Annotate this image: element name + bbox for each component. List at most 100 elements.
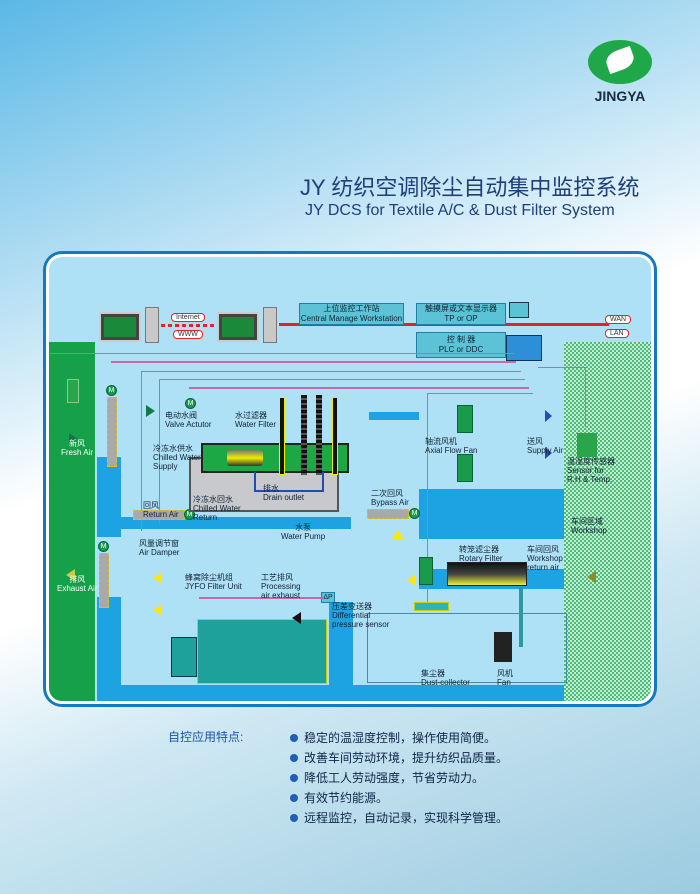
label-cn: 风机 [497, 669, 513, 678]
lan-tag: LAN [605, 329, 629, 338]
label-cn: 温湿度传感器 [567, 457, 615, 466]
label-cn: 水泵 [295, 523, 312, 532]
airflow-arrow-icon [66, 569, 75, 581]
label-en: Differential pressure sensor [332, 611, 390, 629]
feature-item: 有效节约能源。 [290, 788, 508, 808]
internet-tag: Internet [171, 313, 205, 322]
central-workstation-box: 上位监控工作站 Central Manage Workstation [299, 303, 404, 325]
airflow-arrow-icon [545, 447, 552, 459]
feature-item: 稳定的温湿度控制，操作使用简便。 [290, 728, 508, 748]
eliminator [332, 397, 338, 475]
water-filter-icon [227, 450, 263, 466]
axial-fan-icon [419, 557, 433, 585]
fan-icon [494, 632, 512, 662]
exhaust-air-damper [99, 553, 109, 608]
water-basin [201, 443, 349, 473]
label-cn: 集尘器 [421, 669, 445, 678]
label-cn: 送风 [527, 437, 543, 446]
label-en: Return Air [143, 510, 179, 519]
water-pipe [254, 472, 324, 492]
label-cn: 压差变送器 [332, 602, 372, 611]
label-cn: 二次回风 [371, 489, 403, 498]
label-cn: 车间回风 [527, 545, 559, 554]
wall [97, 597, 121, 701]
airflow-arrow-icon [407, 574, 416, 586]
page-title-en: JY DCS for Textile A/C & Dust Filter Sys… [305, 202, 615, 219]
airflow-arrow-icon [153, 604, 162, 616]
axial-fan-icon [457, 405, 473, 433]
wall [419, 489, 564, 539]
signal-wire [111, 361, 516, 363]
wall [121, 517, 351, 529]
label-en: Rotary Filter [459, 554, 503, 563]
signal-wire [189, 387, 529, 389]
bypass-air-damper [367, 509, 409, 519]
workshop-zone [564, 342, 651, 701]
page-title-cn: JY 纺织空调除尘自动集中监控系统 [300, 175, 640, 200]
rotary-filter-icon [447, 562, 527, 586]
label-en: Water Pump [281, 532, 326, 541]
label-cn: 冷冻水供水 [153, 444, 193, 453]
label-cn: 轴流风机 [425, 437, 457, 446]
label-cn: 水过滤器 [235, 411, 267, 420]
system-diagram: Internet WWW WAN LAN 上位监控工作站 Central Man… [46, 254, 654, 704]
label-en: Air Damper [139, 548, 180, 557]
feature-item: 降低工人劳动强度，节省劳动力。 [290, 768, 508, 788]
duct [519, 587, 523, 647]
fan-motor-icon [171, 637, 197, 677]
label-en: Dust-collector [421, 678, 470, 687]
spray-column [301, 395, 307, 475]
leaf-logo-icon [588, 40, 652, 84]
wall [329, 602, 353, 687]
label-en: Water Filter [235, 420, 277, 429]
label-cn: 电动水阀 [165, 411, 197, 420]
feature-item: 改善车间劳动环境，提升纺织品质量。 [290, 748, 508, 768]
label-en: Exhaust Air [57, 584, 98, 593]
wall [97, 457, 121, 537]
internet-link [161, 324, 215, 327]
airflow-arrow-icon [153, 572, 162, 584]
label-cn: 控 制 器 [446, 335, 476, 344]
signal-wire [141, 371, 521, 531]
computer-tower [263, 307, 277, 343]
wall [369, 412, 419, 420]
airflow-arrow-icon [587, 571, 596, 583]
wall [97, 685, 564, 701]
sensor-icon [67, 379, 79, 403]
airflow-arrow-icon [292, 612, 301, 624]
damper-motor-icon: M [106, 385, 117, 396]
label-en: Central Manage Workstation [300, 314, 403, 323]
tp-op-box: 触摸屏或文本显示器 TP or OP [416, 303, 506, 325]
label-cn: 转笼滤尘器 [459, 545, 499, 554]
label-cn: 工艺排风 [261, 573, 293, 582]
label-en: Processing air exhaust [261, 582, 301, 600]
eliminator [279, 397, 285, 475]
label-cn: 触摸屏或文本显示器 [425, 304, 497, 313]
airflow-arrow-icon [69, 433, 78, 445]
features-title: 自控应用特点: [168, 730, 244, 744]
label-cn: 冷冻水回水 [193, 495, 233, 504]
label-en: Fresh Air [61, 448, 94, 457]
wan-tag: WAN [605, 315, 632, 324]
dust-collector-header [414, 602, 449, 611]
airflow-arrow-icon [392, 530, 404, 539]
signal-wire [538, 367, 586, 427]
jyfo-filter-unit-icon [197, 619, 327, 684]
label-cn: 车间区域 [571, 517, 603, 526]
signal-wire [49, 353, 514, 373]
label-en: Valve Actutor [165, 420, 212, 429]
valve-motor-icon: M [185, 398, 196, 409]
